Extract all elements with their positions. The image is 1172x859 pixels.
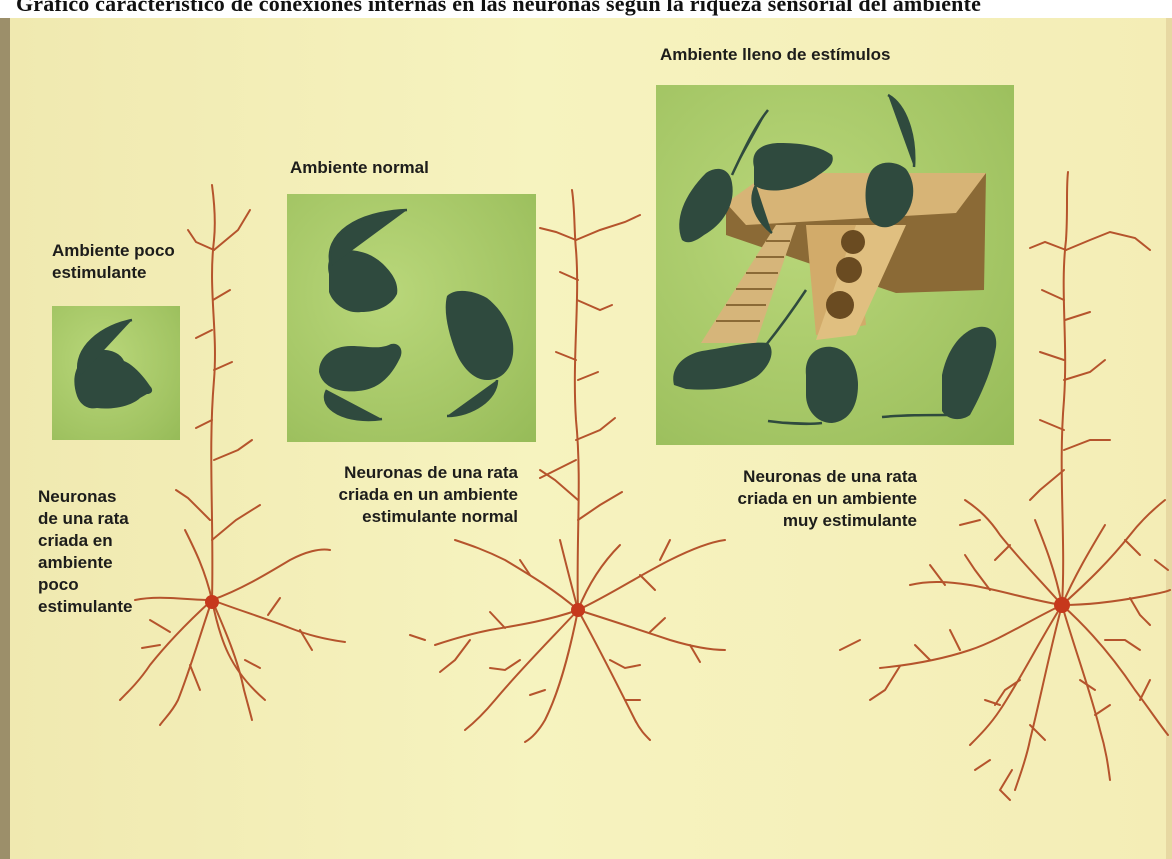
- rats-group-icon: [287, 194, 536, 442]
- rat-icon: [866, 95, 915, 227]
- enriched-environment-scene: [656, 85, 1014, 445]
- panel-3-box: [656, 85, 1014, 445]
- panel-1-caption: Neuronas de una rata criada en ambiente …: [38, 486, 140, 618]
- rat-icon: [328, 210, 407, 312]
- panel-3-caption: Neuronas de una rata criada en un ambien…: [732, 466, 917, 532]
- soma-3: [1054, 597, 1070, 613]
- panel-2-box: [287, 194, 536, 442]
- soma-2: [571, 603, 585, 617]
- soma-1: [205, 595, 219, 609]
- panel-2-title: Ambiente normal: [290, 157, 490, 179]
- panel-3-title: Ambiente lleno de estímulos: [660, 44, 960, 66]
- panel-2-caption: Neuronas de una rata criada en un ambien…: [318, 462, 518, 528]
- rat-icon: [882, 327, 996, 419]
- panel-1-box: [52, 306, 180, 440]
- rat-icon: [768, 347, 858, 424]
- rat-icon: [319, 344, 401, 420]
- panel-1-title: Ambiente poco estimulante: [52, 240, 202, 284]
- hole: [841, 230, 865, 254]
- rat-icon: [446, 291, 514, 416]
- hole: [836, 257, 862, 283]
- rat-icon: [52, 306, 180, 440]
- hole: [826, 291, 854, 319]
